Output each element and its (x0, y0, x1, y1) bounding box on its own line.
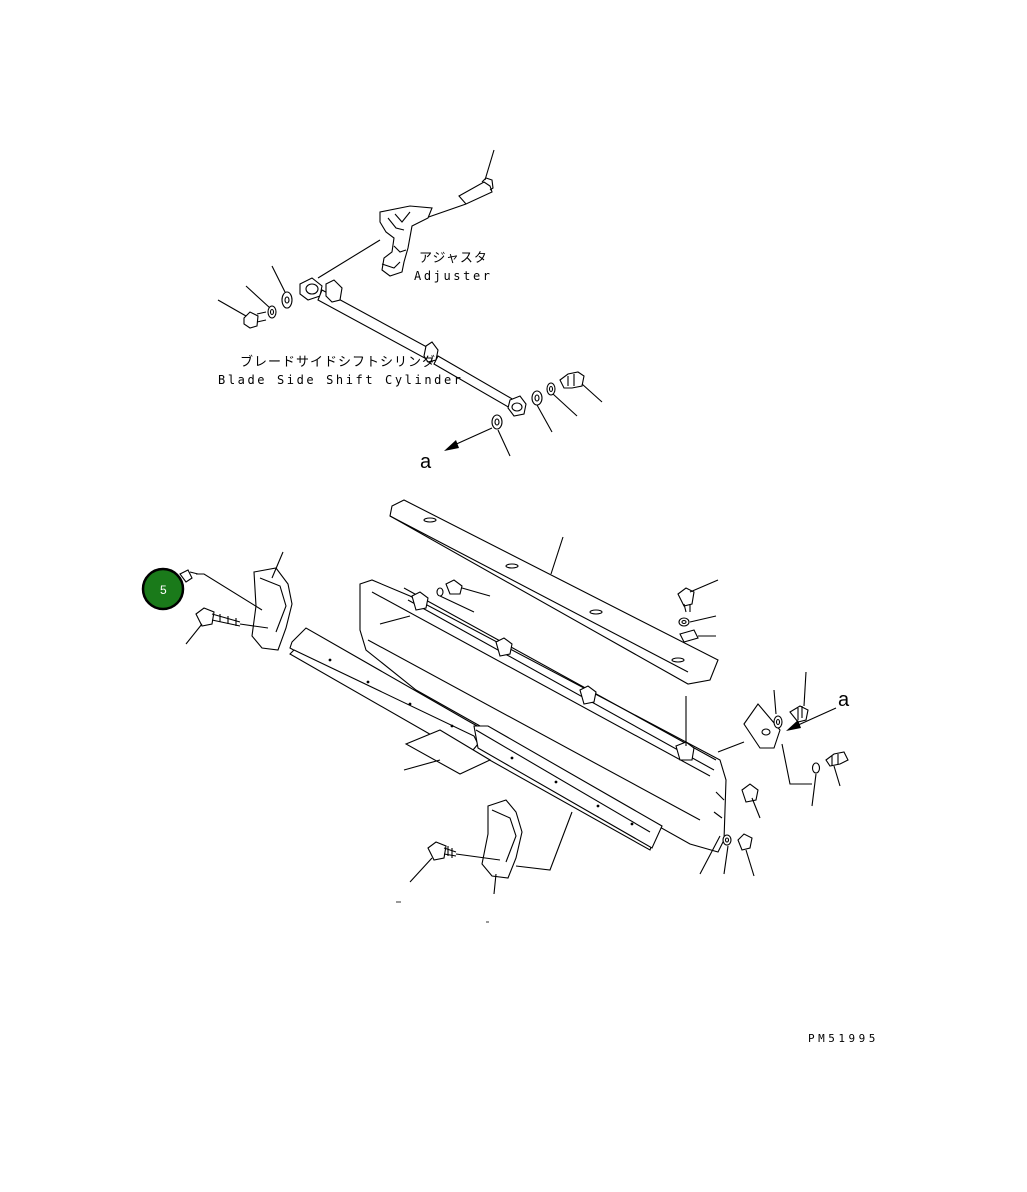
top-right-fasteners (379, 579, 719, 643)
cylinder-right-fasteners (491, 371, 603, 457)
callout-circle[interactable] (141, 567, 185, 611)
cutting-edge-top (389, 499, 719, 685)
cylinder-left-fasteners (217, 265, 293, 329)
end-bit-left (179, 551, 293, 651)
view-arrow-top (444, 427, 493, 451)
cylinder-label-en: Blade Side Shift Cylinder (218, 373, 464, 387)
adjuster-label-jp: アジャスタ (419, 251, 488, 266)
adjuster-label-en: Adjuster (414, 269, 493, 283)
moldboard (359, 579, 727, 853)
view-label-right: a (838, 689, 850, 711)
view-label-top: a (420, 451, 432, 473)
side-shift-cylinder (299, 277, 527, 417)
edge-bolt-holes (328, 658, 634, 826)
drawing-code: PM51995 (808, 1032, 879, 1045)
cylinder-label-jp: ブレードサイドシフトシリンダ (240, 354, 436, 370)
view-arrow-right (786, 707, 837, 731)
cutting-edge-lower (289, 627, 663, 851)
side-bracket-right (699, 671, 849, 877)
end-bit-right (409, 799, 523, 895)
callout-number[interactable]: 5 (160, 583, 167, 597)
adjuster-assembly (317, 149, 495, 279)
callout-bubble-5[interactable]: 5 (141, 567, 185, 611)
